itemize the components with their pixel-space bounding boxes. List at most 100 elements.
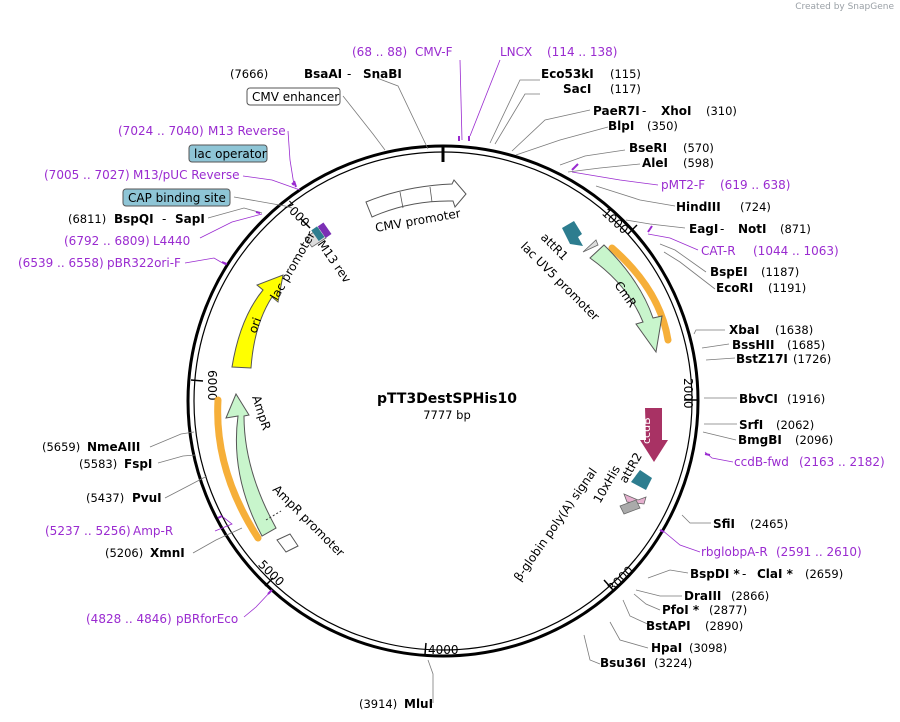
primer-marks [217, 136, 711, 595]
primer-label-m13-puc-reverse[interactable]: (7005 .. 7027) M13/pUC Reverse [44, 168, 240, 182]
site-pos: (1187) [761, 265, 799, 279]
primer-name: LNCX [500, 45, 532, 59]
primer-range: (4828 .. 4846) [86, 612, 172, 626]
site-label-alei[interactable]: AleI (598) [642, 156, 714, 170]
site-label-xbai[interactable]: XbaI (1638) [729, 323, 813, 337]
site-pos: (310) [706, 104, 737, 118]
site-label-bmgbi[interactable]: BmgBI (2096) [738, 433, 833, 447]
site-sep: - [720, 222, 724, 236]
site-label-ecori[interactable]: EcoRI (1191) [716, 281, 806, 295]
m13rev-marker [317, 222, 332, 239]
site-label-pvui[interactable]: (5437) PvuI [86, 491, 162, 505]
ori-label: ori [246, 316, 264, 335]
site-name: BbvCI [739, 392, 778, 406]
site-name: DraIII [684, 589, 721, 603]
primer-label-l4440[interactable]: (6792 .. 6809) L4440 [64, 234, 190, 248]
site-name: BspDI * [690, 567, 740, 581]
site-name2: SnaBI [363, 67, 402, 81]
site-label-eagi-noti[interactable]: EagI - NotI (871) [689, 222, 811, 236]
site-label-bsaai-snabi[interactable]: (7666) BsaAI - SnaBI [230, 67, 402, 81]
site-pos: (5583) [79, 457, 117, 471]
site-pos: (871) [780, 222, 811, 236]
site-label-bsu36i[interactable]: Bsu36I (3224) [600, 656, 692, 670]
site-pos: (5206) [105, 546, 143, 560]
site-pos: (2659) [805, 567, 843, 581]
primer-label-pbr322ori-f[interactable]: (6539 .. 6558) pBR322ori-F [18, 256, 181, 270]
site-label-fspi[interactable]: (5583) FspI [79, 457, 152, 471]
site-label-draiii[interactable]: DraIII (2866) [684, 589, 769, 603]
site-label-bspei[interactable]: BspEI (1187) [710, 265, 799, 279]
globin-label: β-globin poly(A) signal [511, 465, 600, 584]
primer-label-ccdb-fwd[interactable]: ccdB-fwd (2163 .. 2182) [734, 455, 885, 469]
scale-label-5000: 5000 [255, 557, 286, 588]
site-name: SacI [563, 82, 591, 96]
site-name: FspI [124, 457, 152, 471]
site-label-nmeaiii[interactable]: (5659) NmeAIII [42, 440, 140, 454]
lac-operator-marker [311, 226, 325, 242]
primer-label-m13-reverse[interactable]: (7024 .. 7040) M13 Reverse [118, 124, 286, 138]
site-pos: (117) [610, 82, 641, 96]
site-label-eco53ki[interactable]: Eco53kI (115) [541, 67, 641, 81]
site-pos: (2465) [750, 517, 788, 531]
primer-label-pbrforeco[interactable]: (4828 .. 4846) pBRforEco [86, 612, 238, 626]
site-sep: - [162, 212, 166, 226]
primer-label-pmt2-f[interactable]: pMT2-F (619 .. 638) [661, 178, 790, 192]
site-name: AleI [642, 156, 668, 170]
site-label-hpai[interactable]: HpaI (3098) [651, 641, 727, 655]
site-name: PaeR7I [593, 104, 640, 118]
site-label-bstapi[interactable]: BstAPI (2890) [646, 619, 743, 633]
site-sep: - [347, 67, 351, 81]
attr1-small-marker [582, 239, 599, 253]
site-label-blpi[interactable]: BlpI (350) [608, 119, 678, 133]
site-name: BstZ17I [736, 352, 788, 366]
site-label-bsshii[interactable]: BssHII (1685) [732, 338, 825, 352]
site-label-bstz17i[interactable]: BstZ17I (1726) [736, 352, 831, 366]
primer-label-amp-r[interactable]: (5237 .. 5256) Amp-R [45, 524, 173, 538]
site-label-paer7i-xhoi[interactable]: PaeR7I - XhoI (310) [593, 104, 737, 118]
boxed-label-lac-operator[interactable]: lac operator [188, 144, 268, 163]
site-label-pfoi[interactable]: PfoI * (2877) [662, 603, 747, 617]
primer-label-lncx[interactable]: LNCX (114 .. 138) [500, 45, 617, 59]
site-name: EagI [689, 222, 718, 236]
primer-label-cmv-f[interactable]: (68 .. 88) CMV-F [352, 45, 453, 59]
site-label-sfii[interactable]: SfiI (2465) [713, 517, 788, 531]
scale-label-2000: 2000 [681, 378, 695, 409]
site-pos: (598) [683, 156, 714, 170]
boxed-label-cmv-enhancer[interactable]: CMV enhancer [246, 87, 341, 106]
his-label: 10xHis [590, 463, 623, 505]
primer-name: ccdB-fwd [734, 455, 789, 469]
site-label-bspqi-sapi[interactable]: (6811) BspQI - SapI [68, 212, 205, 226]
site-label-saci[interactable]: SacI (117) [563, 82, 641, 96]
boxed-label-text: lac operator [194, 147, 267, 161]
site-label-hindiii[interactable]: HindIII (724) [676, 200, 771, 214]
plasmid-size: 7777 bp [423, 408, 471, 422]
site-name: PfoI * [662, 603, 700, 617]
boxed-label-cap-binding-site[interactable]: CAP binding site [122, 188, 231, 207]
site-pos: (7666) [230, 67, 268, 81]
globin-marker [619, 499, 641, 515]
m13rev-label: M13 rev [315, 238, 354, 286]
site-name: BssHII [732, 338, 774, 352]
site-pos: (5437) [86, 491, 124, 505]
site-name: BmgBI [738, 433, 782, 447]
site-label-srfi[interactable]: SrfI (2062) [739, 418, 814, 432]
site-name2: XhoI [661, 104, 692, 118]
ampr-arrow [225, 392, 277, 537]
site-label-bspdi-clai[interactable]: BspDI * - ClaI * (2659) [690, 567, 843, 581]
site-label-xmni[interactable]: (5206) XmnI [105, 546, 185, 560]
primer-range: (1044 .. 1063) [753, 244, 839, 258]
ori-arrow [231, 274, 284, 369]
site-pos: (2890) [705, 619, 743, 633]
ampr-promoter-arrow [276, 533, 299, 553]
site-pos: (115) [610, 67, 641, 81]
primer-label-cat-r[interactable]: CAT-R (1044 .. 1063) [701, 244, 839, 258]
site-pos: (1638) [775, 323, 813, 337]
primer-label-rbglobpa-r[interactable]: rbglobpA-R (2591 .. 2610) [701, 545, 862, 559]
primer-name: M13 Reverse [208, 124, 286, 138]
site-label-bbvci[interactable]: BbvCI (1916) [739, 392, 825, 406]
site-pos: (724) [740, 200, 771, 214]
ccdb-arrow [640, 408, 668, 462]
site-label-mlui[interactable]: (3914) MluI [359, 697, 433, 711]
site-label-bseri[interactable]: BseRI (570) [629, 141, 714, 155]
site-pos: (1916) [787, 392, 825, 406]
